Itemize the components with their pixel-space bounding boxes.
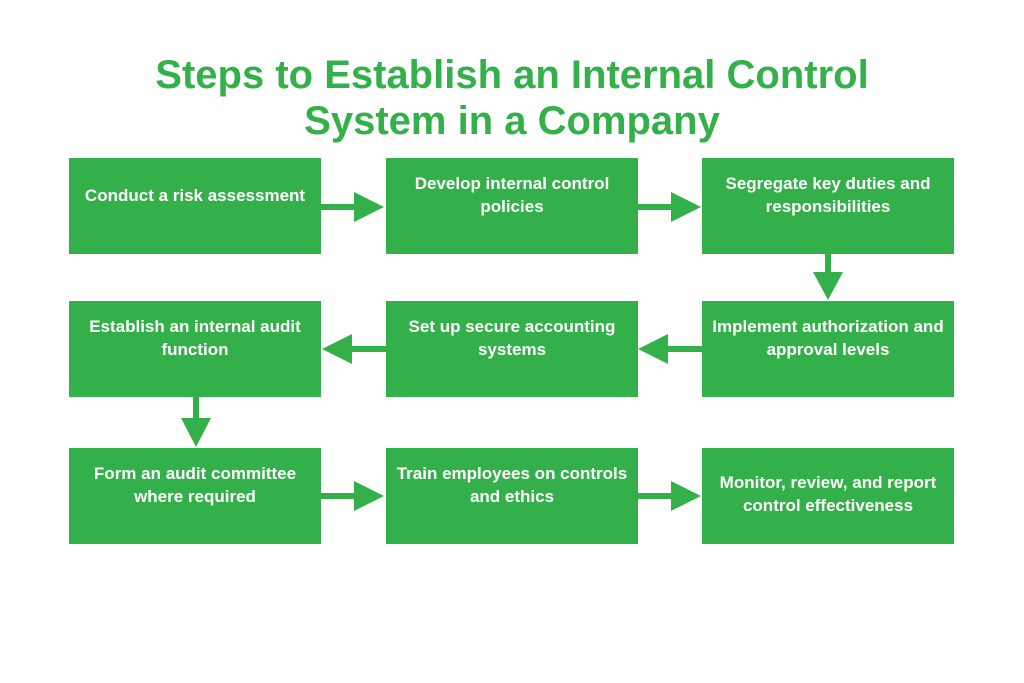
arrow-down-6-7	[181, 397, 211, 447]
title-line-1: Steps to Establish an Internal Control	[155, 53, 869, 97]
step-box-4: Implement authorization and approval lev…	[702, 301, 954, 397]
step-box-1: Conduct a risk assessment	[69, 158, 321, 254]
step-label-6: Establish an internal audit function	[89, 317, 301, 359]
title-line-2: System in a Company	[304, 99, 720, 143]
step-box-7: Form an audit committee where required	[69, 448, 321, 544]
step-label-5: Set up secure accounting systems	[408, 317, 616, 359]
arrow-down-3-4	[813, 254, 843, 300]
arrow-right-7-8	[321, 481, 384, 511]
arrow-left-4-5	[638, 334, 702, 364]
step-box-8: Train employees on controls and ethics	[386, 448, 638, 544]
step-label-1: Conduct a risk assessment	[84, 185, 306, 205]
arrow-right-8-9	[638, 481, 701, 511]
step-box-9: Monitor, review, and report control effe…	[702, 448, 954, 544]
diagram-title: Steps to Establish an Internal Control S…	[0, 52, 1024, 144]
step-label-9: Monitor, review, and report control effe…	[719, 473, 937, 515]
arrow-right-2-3	[638, 192, 701, 222]
step-label-3: Segregate key duties and responsibilitie…	[725, 174, 931, 216]
step-box-6: Establish an internal audit function	[69, 301, 321, 397]
arrow-right-1-2	[321, 192, 384, 222]
step-box-5: Set up secure accounting systems	[386, 301, 638, 397]
step-box-2: Develop internal control policies	[386, 158, 638, 254]
step-box-3: Segregate key duties and responsibilitie…	[702, 158, 954, 254]
step-label-4: Implement authorization and approval lev…	[712, 317, 944, 359]
step-label-2: Develop internal control policies	[414, 174, 610, 216]
step-label-8: Train employees on controls and ethics	[396, 464, 628, 506]
step-label-7: Form an audit committee where required	[93, 464, 297, 506]
arrow-left-5-6	[322, 334, 386, 364]
